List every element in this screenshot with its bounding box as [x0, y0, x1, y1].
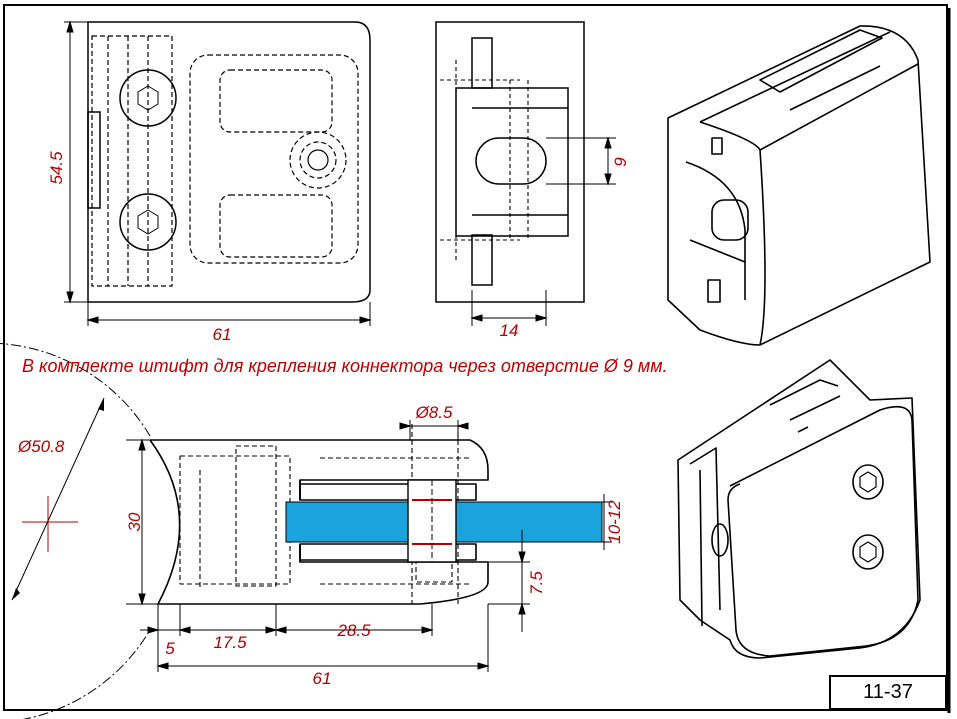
dim-bottom-width: 61 [313, 669, 332, 688]
pin [407, 479, 457, 563]
radius-arrow-top [98, 398, 104, 411]
side-view [435, 21, 585, 303]
dim-bottom-radius: Ø50.8 [17, 437, 65, 456]
radius-arrow-bottom [12, 588, 20, 600]
dim-top-width: 61 [213, 325, 232, 344]
front-view [87, 21, 371, 303]
kit-note: В комплекте штифт для крепления коннекто… [22, 356, 668, 376]
glass-pane-right [455, 501, 603, 543]
sheet-frame [3, 4, 948, 711]
dim-len-17-5: 17.5 [213, 633, 247, 652]
dim-glass-thickness: 10-12 [605, 500, 624, 544]
radius-dim-line [11, 397, 105, 601]
side-view-dims [470, 136, 616, 326]
front-view-dims [64, 20, 372, 326]
dim-len-28-5: 28.5 [336, 621, 371, 640]
glass-pane-left [285, 501, 409, 543]
dim-side-slot: 9 [611, 157, 630, 167]
section-view [149, 424, 489, 605]
iso-view-top [667, 25, 931, 346]
dim-bottom-height: 30 [125, 512, 144, 531]
dim-side-width: 14 [500, 321, 519, 340]
drawing-code: 11-37 [829, 675, 947, 710]
dim-pin-diameter: Ø8.5 [415, 403, 453, 422]
dim-top-height: 54.5 [47, 151, 66, 185]
section-dims [126, 420, 612, 672]
dim-offset-vertical: 7.5 [527, 571, 546, 595]
iso-view-bottom [677, 359, 921, 659]
dim-len-5: 5 [165, 639, 175, 658]
